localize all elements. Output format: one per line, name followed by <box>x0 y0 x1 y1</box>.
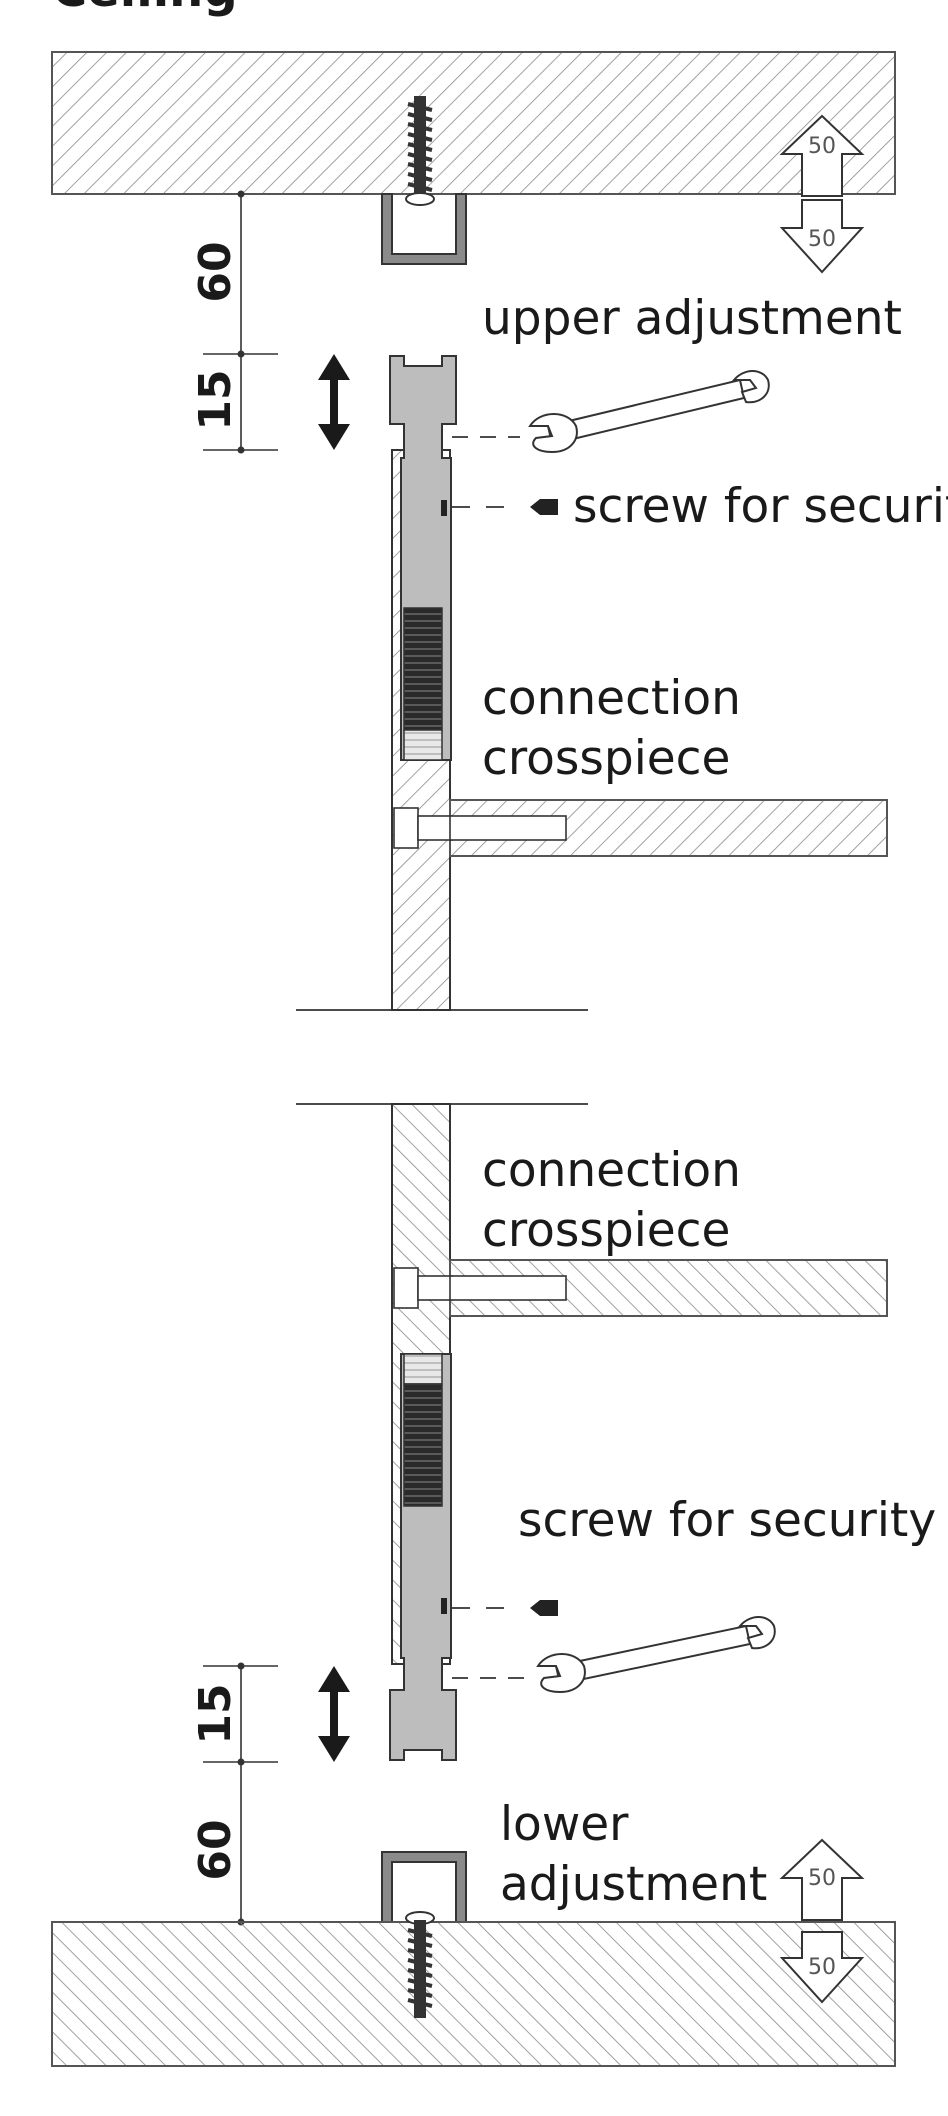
floor-screw-icon <box>405 1911 435 2018</box>
ceiling-slab <box>51 51 896 195</box>
lower-security-screw-icon <box>452 1600 558 1616</box>
upper-security-screw-icon <box>452 499 558 515</box>
top-dimension-chain: 60 15 <box>190 190 278 454</box>
ceiling-screw-icon <box>405 96 435 206</box>
upper-wrench-icon <box>452 370 770 454</box>
floor-load-down-value: 50 <box>808 1955 836 1980</box>
floor-load-down-icon: 50 <box>779 1931 865 2004</box>
label-connection-bottom-1: connection <box>482 1143 741 1198</box>
label-connection-top-1: connection <box>482 671 741 726</box>
lower-wrench-icon <box>452 1616 776 1694</box>
upper-post <box>389 355 457 1011</box>
floor-slab <box>51 1921 896 2067</box>
upper-crosspiece <box>393 799 888 857</box>
label-upper-adjustment: upper adjustment <box>482 291 902 346</box>
dimension-top-adjust: 15 <box>190 369 241 430</box>
label-connection-bottom-2: crosspiece <box>482 1203 730 1258</box>
dimension-bottom-gap: 60 <box>190 1819 241 1880</box>
lower-post <box>389 1103 457 1761</box>
dimension-top-gap: 60 <box>190 241 241 302</box>
floor-load-up-value: 50 <box>808 1866 836 1891</box>
ceiling-load-up-value: 50 <box>808 134 836 159</box>
ceiling-bracket <box>381 193 467 265</box>
ceiling-load-up-icon: 50 <box>779 114 865 197</box>
label-lower-adjustment-1: lower <box>500 1797 629 1852</box>
label-connection-top-2: crosspiece <box>482 731 730 786</box>
label-screw-security-bottom: screw for security l <box>518 1493 948 1548</box>
label-screw-security-top: screw for securit <box>573 479 948 534</box>
lower-adjust-arrow-icon <box>318 1666 350 1762</box>
ceiling-load-down-icon: 50 <box>779 199 865 274</box>
bottom-dimension-chain: 15 60 <box>190 1662 278 1926</box>
upper-adjust-arrow-icon <box>318 354 350 450</box>
floor-load-up-icon: 50 <box>779 1838 865 1921</box>
ceiling-load-down-value: 50 <box>808 227 836 252</box>
lower-crosspiece <box>393 1259 888 1317</box>
label-lower-adjustment-2: adjustment <box>500 1857 767 1912</box>
ceiling-heading: Ceiling <box>52 0 238 18</box>
dimension-bottom-adjust: 15 <box>190 1683 241 1744</box>
